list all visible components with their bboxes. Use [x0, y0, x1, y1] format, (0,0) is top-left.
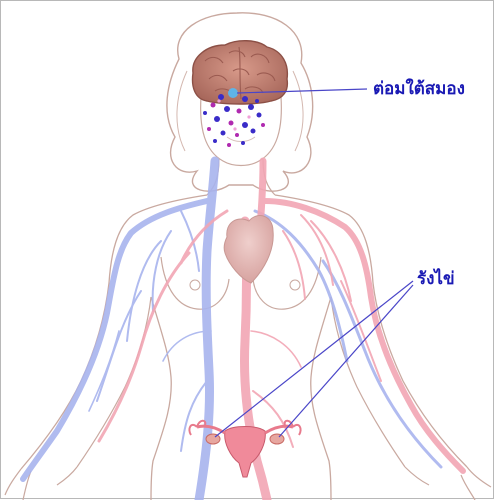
leader-line-ovary-right [279, 285, 413, 437]
torso-right [311, 297, 331, 500]
ovary-label: รังไข่ [417, 269, 455, 289]
hand-right [405, 467, 491, 500]
hand-left [5, 467, 77, 500]
breast-left [161, 257, 229, 309]
hair-strand-right [293, 71, 303, 151]
brain-icon [193, 41, 288, 104]
ovary-left [206, 434, 220, 444]
arm-inner-right [331, 297, 405, 467]
face-chin [227, 137, 255, 142]
body-outline-right [275, 195, 467, 467]
heart [224, 216, 273, 283]
arm-inner-left [77, 297, 151, 467]
torso-left [151, 297, 171, 500]
ovary-right [270, 434, 284, 444]
nipple-left [190, 280, 200, 290]
arteries [99, 161, 463, 500]
pituitary-label: ต่อมใต้สมอง [373, 79, 465, 99]
hair-strand-left [177, 71, 187, 151]
nipple-right [290, 280, 300, 290]
body-outline-left [21, 195, 207, 469]
